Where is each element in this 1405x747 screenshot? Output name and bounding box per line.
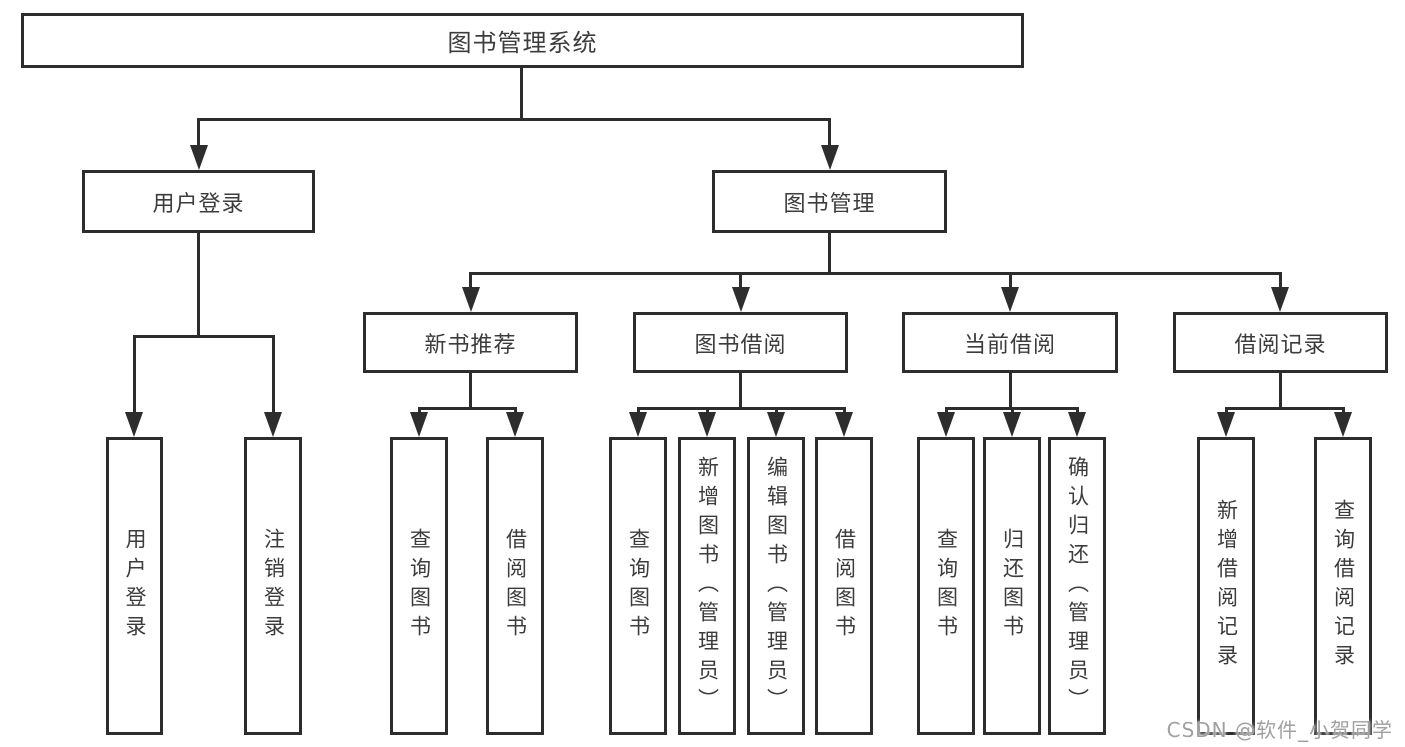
- leaf-recommend-query-books-label: 查询图书: [407, 528, 432, 644]
- node-current-borrowing: 当前借阅: [902, 312, 1118, 373]
- leaf-borrowing-lend-books: 借阅图书: [815, 437, 873, 735]
- connector-stem-book-management: [828, 233, 831, 272]
- node-new-book-recommend: 新书推荐: [363, 312, 578, 373]
- leaf-borrowing-lend-books-label: 借阅图书: [832, 528, 857, 644]
- arrowhead-down-icon: [1217, 412, 1235, 437]
- connector-rail-user-login: [133, 335, 274, 338]
- leaf-borrowing-edit-books-label: 编辑图书（管理员）: [764, 455, 789, 717]
- leaf-logout-label: 注销登录: [261, 528, 286, 644]
- leaf-current-confirm-return-label: 确认归还（管理员）: [1065, 455, 1090, 717]
- connector-stem-new-book-recommend: [469, 373, 472, 407]
- connector-drop: [739, 272, 742, 292]
- leaf-borrowing-query-books-label: 查询图书: [626, 528, 651, 644]
- arrowhead-down-icon: [125, 412, 143, 437]
- arrowhead-down-icon: [506, 412, 524, 437]
- node-book-borrowing: 图书借阅: [633, 312, 848, 373]
- connector-stem-current-borrowing: [1009, 373, 1012, 407]
- node-user-login-branch: 用户登录: [82, 170, 315, 233]
- connector-stem-user-login: [197, 233, 200, 335]
- leaf-current-return-books-label: 归还图书: [1000, 528, 1025, 644]
- node-root: 图书管理系统: [21, 13, 1024, 68]
- arrowhead-down-icon: [1271, 287, 1289, 312]
- leaf-current-confirm-return: 确认归还（管理员）: [1048, 437, 1106, 735]
- connector-drop: [133, 335, 136, 417]
- node-user-login-branch-label: 用户登录: [152, 191, 245, 217]
- leaf-records-add-record: 新增借阅记录: [1197, 437, 1255, 735]
- node-book-management-branch-label: 图书管理: [783, 191, 876, 217]
- leaf-recommend-borrow-books-label: 借阅图书: [503, 528, 528, 644]
- node-book-management-branch: 图书管理: [712, 170, 947, 233]
- leaf-records-query-record: 查询借阅记录: [1314, 437, 1372, 735]
- node-borrowing-records-label: 借阅记录: [1234, 332, 1327, 358]
- leaf-borrowing-edit-books: 编辑图书（管理员）: [747, 437, 805, 735]
- node-book-borrowing-label: 图书借阅: [694, 332, 787, 358]
- connector-stem-borrowing-records: [1279, 373, 1282, 407]
- arrowhead-down-icon: [410, 412, 428, 437]
- leaf-current-query-books-label: 查询图书: [934, 528, 959, 644]
- arrowhead-down-icon: [1003, 412, 1021, 437]
- leaf-borrowing-add-books: 新增图书（管理员）: [678, 437, 736, 735]
- arrowhead-down-icon: [629, 412, 647, 437]
- leaf-records-add-record-label: 新增借阅记录: [1214, 499, 1239, 673]
- arrowhead-down-icon: [264, 412, 282, 437]
- connector-stem-root: [520, 68, 523, 118]
- connector-drop: [1009, 272, 1012, 292]
- connector-rail-borrowing-records: [1225, 407, 1345, 410]
- arrowhead-down-icon: [767, 412, 785, 437]
- leaf-user-login-label: 用户登录: [123, 528, 147, 644]
- arrowhead-down-icon: [732, 287, 750, 312]
- node-new-book-recommend-label: 新书推荐: [424, 332, 517, 358]
- leaf-recommend-borrow-books: 借阅图书: [486, 437, 544, 735]
- arrowhead-down-icon: [698, 412, 716, 437]
- node-current-borrowing-label: 当前借阅: [963, 332, 1056, 358]
- leaf-records-query-record-label: 查询借阅记录: [1331, 499, 1356, 673]
- arrowhead-down-icon: [190, 145, 208, 170]
- connector-rail-new-book-recommend: [418, 407, 517, 410]
- connector-drop: [272, 335, 275, 417]
- connector-rail-book-borrowing: [637, 407, 846, 410]
- leaf-current-return-books: 归还图书: [983, 437, 1041, 735]
- arrowhead-down-icon: [1001, 287, 1019, 312]
- connector-rail-book-management: [469, 272, 1281, 275]
- arrowhead-down-icon: [835, 412, 853, 437]
- arrowhead-down-icon: [462, 287, 480, 312]
- leaf-current-query-books: 查询图书: [917, 437, 975, 735]
- connector-rail-root: [197, 118, 831, 121]
- connector-stem-book-borrowing: [739, 373, 742, 407]
- node-root-label: 图书管理系统: [447, 29, 598, 57]
- leaf-borrowing-query-books: 查询图书: [609, 437, 667, 735]
- connector-drop: [469, 272, 472, 292]
- csdn-watermark: CSDN @软件_小贺同学: [1166, 718, 1393, 742]
- arrowhead-down-icon: [1068, 412, 1086, 437]
- connector-drop: [197, 118, 200, 152]
- arrowhead-down-icon: [1334, 412, 1352, 437]
- leaf-logout: 注销登录: [244, 437, 302, 735]
- arrowhead-down-icon: [937, 412, 955, 437]
- leaf-recommend-query-books: 查询图书: [390, 437, 448, 735]
- leaf-user-login: 用户登录: [106, 437, 163, 735]
- arrowhead-down-icon: [821, 145, 839, 170]
- connector-drop: [828, 118, 831, 152]
- leaf-borrowing-add-books-label: 新增图书（管理员）: [695, 455, 720, 717]
- connector-drop: [1279, 272, 1282, 292]
- node-borrowing-records: 借阅记录: [1173, 312, 1388, 373]
